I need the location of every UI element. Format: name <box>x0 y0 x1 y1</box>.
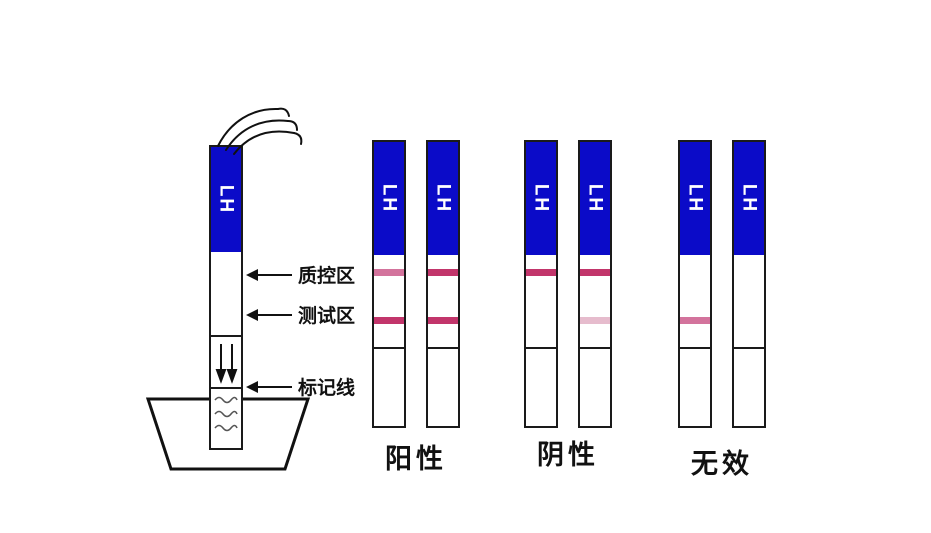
strip-lh-label: LH <box>685 183 706 214</box>
strip-lh-label: LH <box>216 184 237 215</box>
test-line <box>680 317 710 324</box>
mark-line <box>211 387 241 389</box>
water-waves-icon <box>214 396 238 432</box>
result-label-negative: 阴性 <box>537 440 599 470</box>
dip-direction-arrows-icon <box>215 344 238 384</box>
mark-line <box>374 347 404 349</box>
mark-line-label: 标记线 <box>298 378 356 399</box>
control-zone-label: 质控区 <box>298 266 356 287</box>
callout-mark-line: 标记线 <box>246 373 355 400</box>
strip-lh-label: LH <box>585 183 606 214</box>
mark-line <box>428 347 458 349</box>
strip-blue-cap: LH <box>680 142 710 255</box>
test-line <box>428 317 458 324</box>
result-label-invalid: 无效 <box>691 449 753 479</box>
result-strip: LH <box>524 140 558 428</box>
strip-lh-label: LH <box>531 183 552 214</box>
strip-blue-cap: LH <box>374 142 404 255</box>
hand-icon <box>217 107 303 155</box>
strip-blue-cap: LH <box>580 142 610 255</box>
mark-line <box>580 347 610 349</box>
result-strip: LH <box>732 140 766 428</box>
result-strip: LH <box>678 140 712 428</box>
control-line <box>374 269 404 276</box>
mark-line <box>526 347 556 349</box>
mark-line <box>680 347 710 349</box>
result-strip: LH <box>372 140 406 428</box>
test-line <box>374 317 404 324</box>
test-area-boundary-line <box>211 335 241 337</box>
strip-lh-label: LH <box>433 183 454 214</box>
control-line <box>580 269 610 276</box>
strip-lh-label: LH <box>379 183 400 214</box>
strip-blue-cap: LH <box>526 142 556 255</box>
callout-control-zone: 质控区 <box>246 261 355 288</box>
test-zone-label: 测试区 <box>298 306 356 327</box>
strip-blue-cap: LH <box>428 142 458 255</box>
arrow-left-icon <box>246 308 292 321</box>
demo-test-strip: LH <box>209 145 243 450</box>
result-label-positive: 阳性 <box>385 444 447 474</box>
strip-blue-cap: LH <box>734 142 764 255</box>
callout-test-zone: 测试区 <box>246 301 355 328</box>
control-line <box>526 269 556 276</box>
liquid-container <box>145 397 311 471</box>
arrow-left-icon <box>246 380 292 393</box>
result-strip: LH <box>426 140 460 428</box>
result-strip: LH <box>578 140 612 428</box>
mark-line <box>734 347 764 349</box>
strip-lh-label: LH <box>739 183 760 214</box>
arrow-left-icon <box>246 268 292 281</box>
control-line <box>428 269 458 276</box>
strip-blue-cap: LH <box>211 147 241 252</box>
test-line <box>580 317 610 324</box>
